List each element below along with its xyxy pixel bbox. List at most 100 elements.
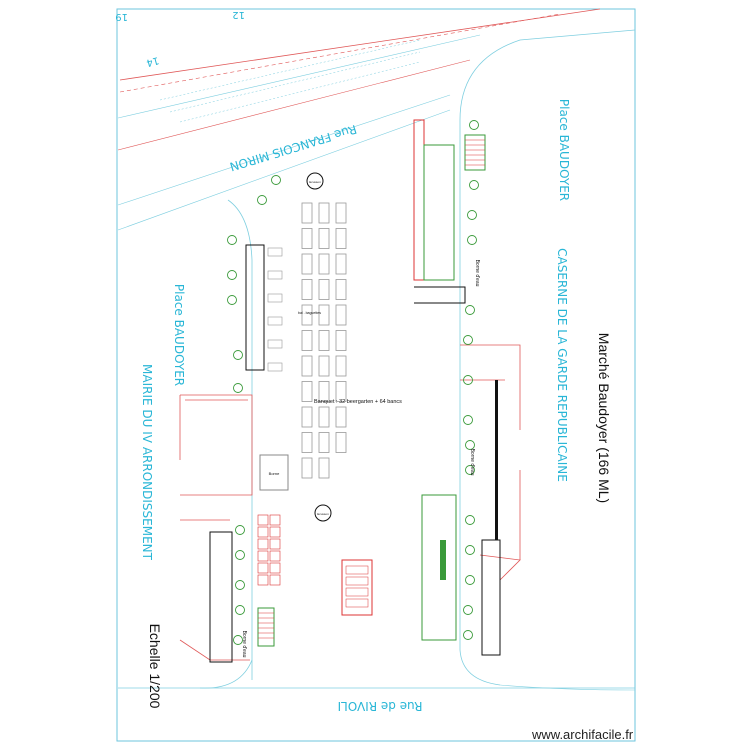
tree <box>465 465 475 475</box>
banquet-table <box>335 253 347 275</box>
tree <box>465 305 475 315</box>
stall-cell <box>345 576 369 586</box>
banquet-label: Banquet : 32 beergarten + 64 bancs <box>314 399 402 405</box>
tree <box>227 235 237 245</box>
tree <box>465 440 475 450</box>
banquet-table <box>335 202 347 224</box>
borne-top-label: Borne d'eau <box>474 260 480 287</box>
banquet-table <box>318 457 330 479</box>
banquet-table <box>301 406 313 428</box>
banquet-table <box>335 279 347 300</box>
banquet-table <box>335 355 347 377</box>
tree <box>233 635 243 645</box>
sheet-border <box>116 8 636 742</box>
tree <box>469 120 479 130</box>
caserne-building <box>460 344 521 581</box>
chair-cell <box>257 550 269 562</box>
banquet-table <box>318 381 330 402</box>
street-number-12: 12 <box>232 9 245 20</box>
banquet-tables <box>267 202 347 479</box>
tree <box>465 515 475 525</box>
top-circle-label: Ecusson <box>309 180 321 184</box>
tree <box>235 605 245 615</box>
chair-cell <box>269 550 281 562</box>
banquet-table <box>301 330 313 351</box>
banquet-table <box>318 228 330 249</box>
borne-bottom-label: Borne d'eau <box>241 631 247 658</box>
banquet-table <box>318 304 330 326</box>
banquet-table <box>335 432 347 453</box>
stall-cell <box>345 565 369 575</box>
banquet-table <box>335 381 347 402</box>
banquet-table <box>301 253 313 275</box>
tree <box>235 525 245 535</box>
side-table <box>267 293 283 303</box>
tree <box>463 375 473 385</box>
chair-cell <box>257 574 269 586</box>
plan-title: Marché Baudoyer (166 ML) <box>596 333 612 503</box>
small-box-label: Borne <box>269 471 280 476</box>
top-circle <box>306 172 324 190</box>
chair-cell <box>269 538 281 550</box>
banquet-table <box>301 432 313 453</box>
street-edges <box>117 8 636 691</box>
tree <box>465 575 475 585</box>
banquet-table <box>318 330 330 351</box>
credit-text: www.archifacile.fr <box>532 727 634 742</box>
small-box <box>259 454 289 491</box>
banquet-table <box>318 432 330 453</box>
tree <box>463 415 473 425</box>
stairs <box>257 134 486 647</box>
chair-cell <box>269 574 281 586</box>
banquet-table <box>301 202 313 224</box>
tree <box>235 550 245 560</box>
banquet-table <box>301 457 313 479</box>
chair-cell <box>269 562 281 574</box>
banquet-table <box>318 202 330 224</box>
trees <box>227 120 479 645</box>
tree <box>469 180 479 190</box>
stall-cell <box>345 587 369 597</box>
mid-circle <box>314 504 332 522</box>
stall-cell <box>345 598 369 608</box>
banquet-table <box>318 355 330 377</box>
tree <box>463 335 473 345</box>
banquet-table <box>301 228 313 249</box>
banquet-table <box>318 406 330 428</box>
tree <box>467 210 477 220</box>
place-baudoyer-left-label: Place BAUDOYER <box>172 284 186 386</box>
caserne-label: CASERNE DE LA GARDE REPUBLICAINE <box>555 248 569 482</box>
rue-de-rivoli-label: Rue de RIVOLI <box>338 699 423 713</box>
mid-circle-label: Ecusson <box>317 512 329 516</box>
chair-cell <box>257 514 269 526</box>
tree <box>467 235 477 245</box>
tree <box>271 175 281 185</box>
tree <box>233 383 243 393</box>
market-stalls-red <box>257 514 369 608</box>
tree <box>465 545 475 555</box>
place-baudoyer-right-label: Place BAUDOYER <box>557 99 571 201</box>
side-table <box>267 316 283 326</box>
street-number-19: 19 <box>115 11 128 22</box>
chair-cell <box>257 538 269 550</box>
banquet-table <box>318 253 330 275</box>
chair-cell <box>257 562 269 574</box>
tree <box>227 270 237 280</box>
banquet-table <box>335 228 347 249</box>
side-table <box>267 362 283 372</box>
chair-cell <box>257 526 269 538</box>
bal-label: bal . baguettes <box>298 311 321 315</box>
banquet-table <box>301 279 313 300</box>
borne-mid-label: Borne d'eau <box>469 449 475 476</box>
mairie-label: MAIRIE DU IV ARRONDISSEMENT <box>140 364 154 561</box>
tree <box>463 605 473 615</box>
tree <box>257 195 267 205</box>
mairie-building <box>179 394 253 661</box>
rue-francois-miron-label: Rue FRANCOIS MIRON <box>228 122 358 174</box>
tree <box>463 630 473 640</box>
stall-bottom <box>341 559 373 616</box>
side-table <box>267 339 283 349</box>
tree <box>235 580 245 590</box>
stall-rows <box>209 119 501 663</box>
